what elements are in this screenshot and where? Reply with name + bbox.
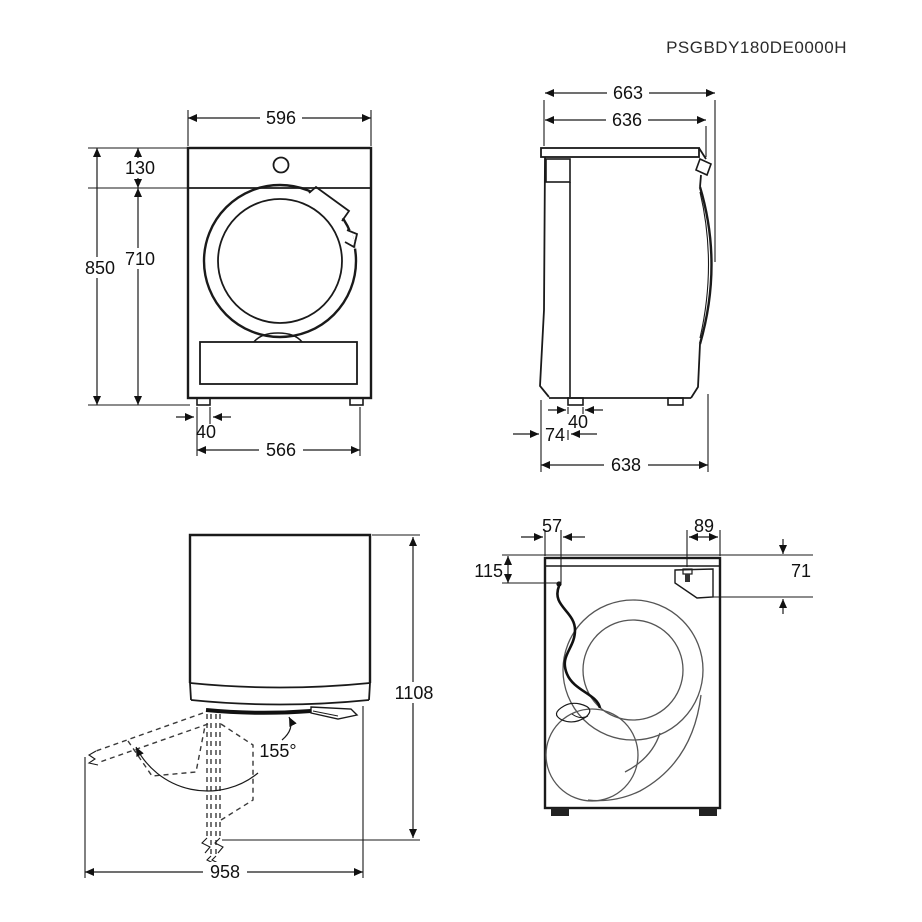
door-90-break xyxy=(201,837,224,864)
side-view: 663 636 40 74 638 xyxy=(513,83,716,475)
power-button xyxy=(272,156,290,174)
dim-side-body-depth: 636 xyxy=(612,110,642,130)
hose-sweep xyxy=(587,694,702,802)
hose-loop-lower xyxy=(545,708,639,802)
swing-body-outline xyxy=(188,533,372,683)
side-lid-front-slant xyxy=(698,147,707,160)
side-back-edge xyxy=(539,156,550,398)
dim-cord-from-left: 57 xyxy=(542,516,562,536)
dim-cord-from-back: 115 xyxy=(474,561,503,581)
door-swing-arc xyxy=(135,746,259,792)
side-door-bulge-inner xyxy=(699,191,709,339)
side-foot-front xyxy=(667,397,684,406)
top-cabinet-outline xyxy=(543,556,722,810)
side-back-box xyxy=(545,158,571,183)
door-latch-tab xyxy=(308,185,351,222)
door-155-edge2 xyxy=(99,723,209,763)
door-90-inner xyxy=(210,714,217,856)
top-view: 57 89 115 71 xyxy=(474,516,813,816)
door-closed-edge xyxy=(205,708,312,715)
top-foot-left xyxy=(551,808,569,816)
hose-connector-stem xyxy=(685,574,690,582)
angle-leader-arrow xyxy=(281,716,297,741)
dim-side-base-depth: 638 xyxy=(611,455,641,475)
door-handle-top xyxy=(310,706,359,720)
hose-end-detail xyxy=(571,713,589,719)
side-door-bulge xyxy=(698,186,713,345)
side-lid xyxy=(540,147,700,158)
top-foot-right xyxy=(699,808,717,816)
dim-front-width: 596 xyxy=(266,108,296,128)
side-front-lower xyxy=(690,343,701,399)
side-handle-notch xyxy=(694,157,713,177)
hose-coil-outer xyxy=(562,599,704,741)
dim-door-angle: 155° xyxy=(259,741,296,761)
kick-drawer xyxy=(199,341,358,385)
door-90-window xyxy=(220,723,254,821)
front-foot-left xyxy=(196,397,211,406)
dim-hose-from-right: 89 xyxy=(694,516,714,536)
dim-depth-door-open: 1108 xyxy=(395,683,434,703)
door-handle-bump xyxy=(344,229,359,249)
door-swing-view: 155° 1108 958 xyxy=(84,533,438,882)
door-outer-ring xyxy=(202,183,358,339)
dim-side-rear-gap: 74 xyxy=(545,425,565,445)
dim-front-total-height: 850 xyxy=(85,258,115,278)
hose-sweep-inner xyxy=(624,732,661,773)
door-glass xyxy=(217,198,343,324)
door-155-window xyxy=(127,725,206,777)
door-155-edge1 xyxy=(95,712,204,752)
side-front-upper xyxy=(699,174,702,188)
front-view: 596 850 130 710 40 566 xyxy=(80,107,373,460)
swing-front-band-top xyxy=(189,682,371,689)
dim-front-foot: 40 xyxy=(196,422,216,442)
dim-hose-from-back: 71 xyxy=(791,561,811,581)
dim-front-body-height: 710 xyxy=(125,249,155,269)
hose-inlet-recess xyxy=(674,568,714,599)
product-code: PSGBDY180DE0000H xyxy=(666,38,847,57)
dim-front-panel-height: 130 xyxy=(125,158,155,178)
dim-front-feet-distance: 566 xyxy=(266,440,296,460)
power-cord xyxy=(556,585,602,709)
door-handle-line xyxy=(312,710,339,717)
dim-side-foot: 40 xyxy=(568,412,588,432)
front-cabinet-outline xyxy=(186,146,373,400)
dim-side-total-depth: 663 xyxy=(613,83,643,103)
front-foot-right xyxy=(349,397,364,406)
swing-band-sides xyxy=(189,682,371,701)
swing-front-band-bottom xyxy=(190,699,370,706)
door-155-break xyxy=(87,750,99,766)
door-ring-gap xyxy=(309,188,346,221)
drawer-notch xyxy=(253,332,303,343)
hose-coil-inner xyxy=(582,619,684,721)
side-foot-rear xyxy=(567,397,584,406)
dim-width-door-open: 958 xyxy=(210,862,240,882)
